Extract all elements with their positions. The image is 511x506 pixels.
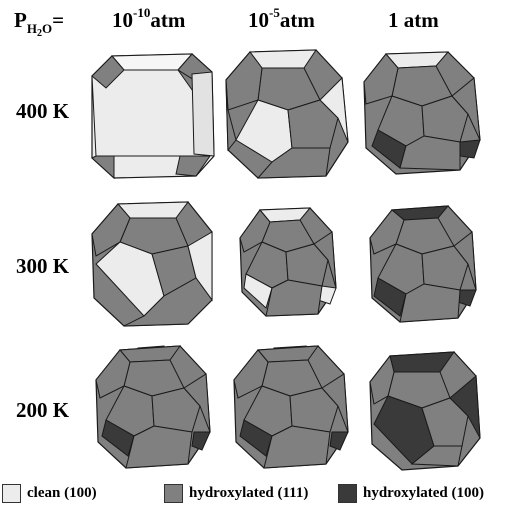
column-header-1: 10-10atm bbox=[112, 5, 186, 32]
crystal-200k-1e-5atm bbox=[233, 345, 349, 469]
legend-swatch-hydroxylated-111 bbox=[164, 483, 183, 503]
column-header-3: 1 atm bbox=[388, 8, 439, 32]
crystal-200k-1atm bbox=[369, 351, 481, 471]
crystal-200k-1e-10atm bbox=[95, 345, 211, 469]
crystal-300k-1e-5atm bbox=[239, 207, 337, 317]
crystal-400k-1atm bbox=[363, 51, 481, 175]
column-header-2: 10-5atm bbox=[248, 5, 315, 32]
legend-label-clean: clean (100) bbox=[27, 484, 97, 501]
crystal-300k-1e-10atm bbox=[91, 201, 213, 327]
legend-label-hydroxylated-111: hydroxylated (111) bbox=[189, 484, 309, 501]
row-label-300k: 300 K bbox=[16, 254, 70, 278]
legend-clean-100: clean (100) bbox=[2, 482, 97, 504]
legend-swatch-hydroxylated-100 bbox=[338, 483, 357, 503]
crystal-400k-1e-5atm bbox=[225, 49, 349, 179]
crystal-300k-1atm bbox=[369, 205, 477, 323]
legend-swatch-clean bbox=[2, 483, 21, 503]
pressure-label: PH2O= bbox=[14, 8, 65, 39]
legend-label-hydroxylated-100: hydroxylated (100) bbox=[363, 484, 484, 501]
legend-hydroxylated-100: hydroxylated (100) bbox=[338, 482, 484, 504]
row-label-400k: 400 K bbox=[16, 99, 70, 123]
row-label-200k: 200 K bbox=[16, 398, 70, 422]
crystal-400k-1e-10atm bbox=[91, 53, 215, 180]
legend-hydroxylated-111: hydroxylated (111) bbox=[164, 482, 308, 504]
